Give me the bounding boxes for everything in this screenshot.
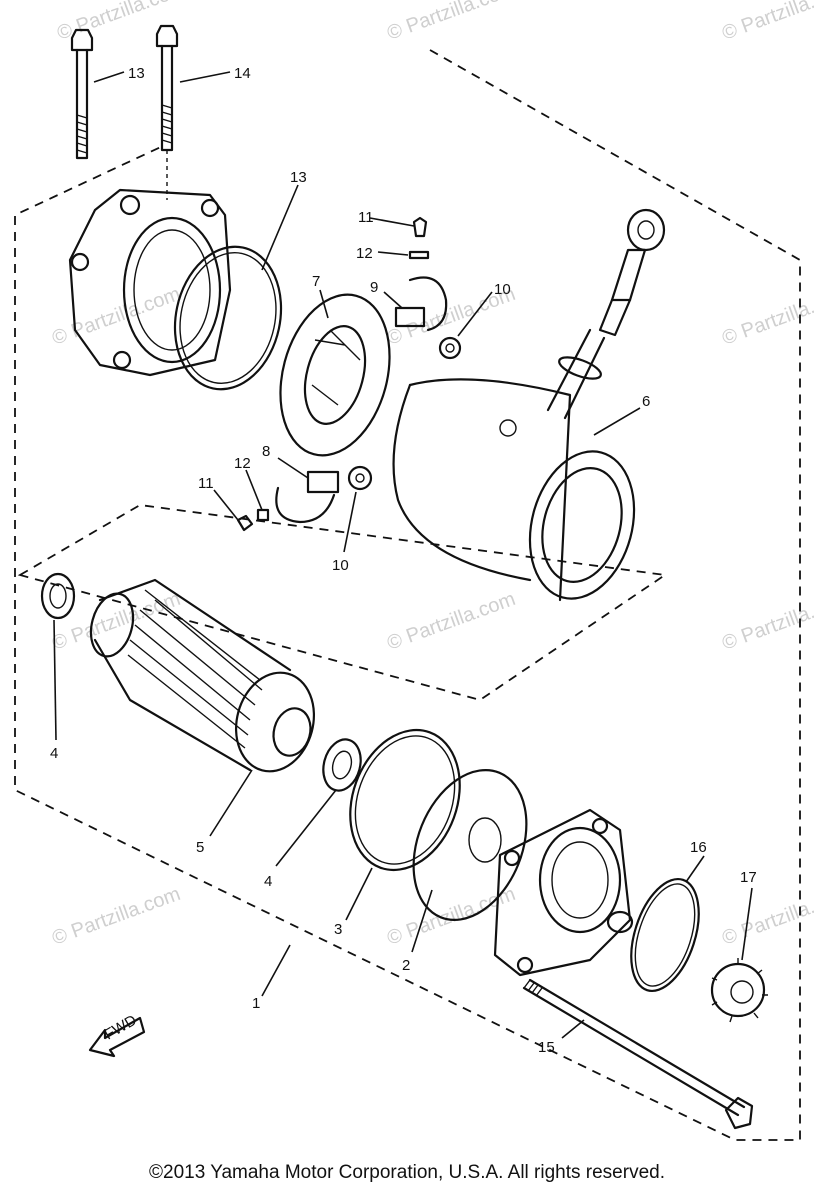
callout-1: 1	[252, 995, 260, 1012]
watermark: © Partzilla.com	[54, 0, 188, 45]
parts-diagram: © Partzilla.com © Partzilla.com © Partzi…	[14, 0, 814, 1141]
plate-2	[412, 769, 528, 921]
callout-11-upper: 11	[358, 209, 374, 226]
bolt-14	[522, 978, 754, 1130]
bolt-17	[70, 28, 94, 160]
o-ring-13	[173, 245, 283, 391]
callout-6: 6	[642, 393, 650, 410]
rear-end-cover	[68, 188, 232, 377]
brush-9-assembly	[394, 216, 462, 360]
callout-9: 9	[370, 279, 378, 296]
callout-13-label: 13	[290, 169, 307, 186]
o-ring-15	[630, 877, 700, 993]
callout-10-upper: 10	[494, 281, 511, 298]
front-cover	[493, 808, 634, 977]
yoke	[392, 208, 666, 602]
callout-8: 8	[262, 443, 270, 460]
o-ring-3	[349, 728, 461, 872]
brush-8-assembly	[236, 465, 373, 532]
callout-15: 16	[690, 839, 707, 856]
callout-2: 2	[402, 957, 410, 974]
washer-4-left	[40, 572, 76, 620]
watermark: © Partzilla.com	[49, 883, 183, 950]
callout-4-mid: 4	[264, 873, 272, 890]
callout-16: 17	[740, 869, 757, 886]
watermark: © Partzilla.com	[49, 283, 183, 350]
callout-14: 15	[538, 1039, 555, 1056]
fwd-arrow: FWD	[88, 1012, 146, 1058]
pinion-gear	[710, 958, 768, 1023]
callout-10-lower: 10	[332, 557, 349, 574]
watermark: © Partzilla.com	[49, 588, 183, 655]
callout-5: 5	[196, 839, 204, 856]
callout-12-lower: 12	[234, 455, 251, 472]
watermark: © Partzilla.com	[719, 0, 814, 45]
armature	[89, 578, 316, 773]
watermark: © Partzilla.com	[384, 588, 518, 655]
callout-3: 3	[334, 921, 342, 938]
copyright-footer: ©2013 Yamaha Motor Corporation, U.S.A. A…	[149, 1162, 665, 1183]
washer-4-mid	[322, 738, 362, 792]
callout-12-upper: 12	[356, 245, 373, 262]
fwd-label: FWD	[102, 1012, 140, 1044]
callout-11-lower: 11	[198, 475, 214, 492]
leader-lines	[53, 71, 753, 1039]
callout-18: 14	[234, 65, 251, 82]
subgroup-boundary	[17, 504, 668, 701]
callout-17: 13	[128, 65, 145, 82]
callouts: 13 14 7 11 12 9 10 6 8 12 11 10 4 5 4 3 …	[50, 65, 757, 1056]
callout-7: 7	[312, 273, 320, 290]
watermark: © Partzilla.com	[384, 0, 518, 45]
bolt-18	[155, 24, 179, 152]
callout-4-left: 4	[50, 745, 58, 762]
brush-holder-plate	[279, 293, 391, 457]
